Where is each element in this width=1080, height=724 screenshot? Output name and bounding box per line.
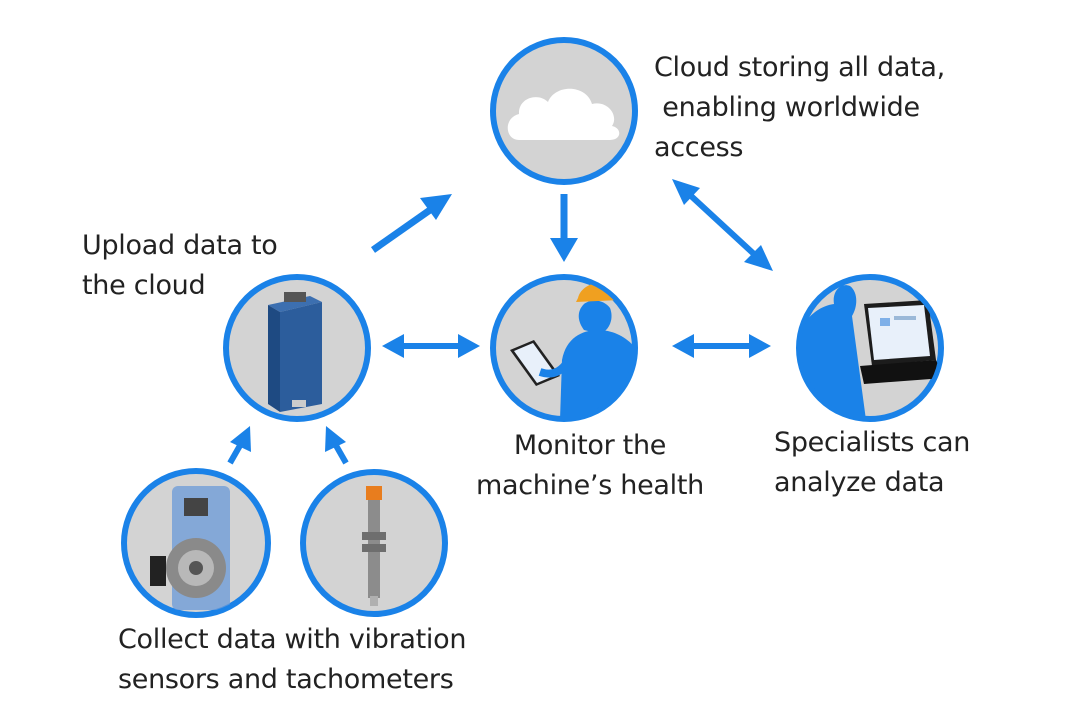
specialists-label: Specialists can analyze data — [774, 423, 970, 503]
machine-with-sensor-icon — [150, 486, 230, 610]
node-upload — [223, 274, 371, 422]
specialists-label-line-2: analyze data — [774, 467, 945, 498]
upload-label: Upload data to the cloud — [82, 226, 278, 306]
collect-label-line-2: sensors and tachometers — [118, 664, 454, 695]
upload-label-line-2: the cloud — [82, 270, 206, 301]
node-specialists — [796, 274, 944, 422]
arrow-vibration-to-upload — [227, 426, 251, 465]
monitor-label-line-1: Monitor the — [513, 430, 667, 461]
upload-label-line-1: Upload data to — [82, 230, 278, 261]
cloud-label-line-1: Cloud storing all data, — [654, 52, 945, 83]
cloud-label-line-3: access — [654, 132, 744, 163]
cloud-label: Cloud storing all data, enabling worldwi… — [654, 48, 945, 168]
specialists-label-line-1: Specialists can — [774, 427, 971, 458]
node-cloud — [490, 37, 638, 185]
arrow-cloud-specialists — [672, 179, 773, 271]
node-vibration — [121, 468, 271, 618]
data-collector-device-icon — [268, 292, 322, 412]
collect-label: Collect data with vibration sensors and … — [118, 620, 466, 700]
monitor-label: Monitor the machine’s health — [476, 426, 704, 506]
arrow-cloud-to-monitor — [550, 194, 578, 262]
node-tachometer — [300, 469, 448, 617]
cloud-icon — [507, 88, 620, 140]
monitor-label-line-2: machine’s health — [476, 470, 704, 501]
cloud-label-line-2: enabling worldwide — [654, 92, 920, 123]
arrow-upload-monitor — [382, 334, 480, 358]
arrow-monitor-specialists — [672, 334, 771, 358]
proximity-sensor-icon — [362, 486, 386, 606]
collect-label-line-1: Collect data with vibration — [118, 624, 467, 655]
arrow-upload-to-cloud — [370, 194, 452, 253]
node-monitor — [490, 274, 638, 422]
specialist-with-laptop-icon — [801, 285, 939, 417]
arrow-tachometer-to-upload — [325, 426, 349, 465]
